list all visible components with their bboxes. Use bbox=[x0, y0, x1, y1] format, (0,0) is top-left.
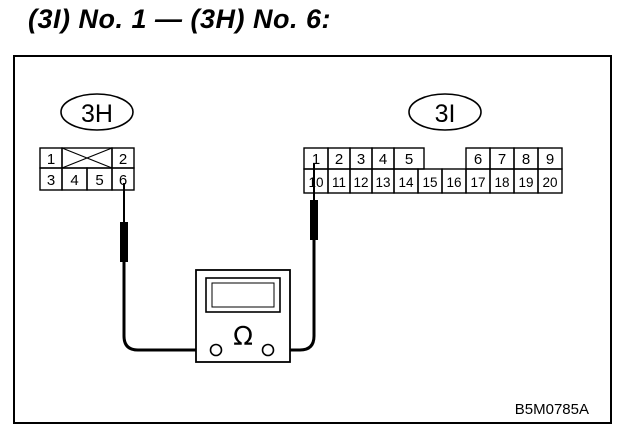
probe-right-lead bbox=[274, 240, 316, 352]
connector-3i-pin-12: 12 bbox=[353, 175, 368, 190]
connector-3i-pin-1: 1 bbox=[312, 151, 320, 168]
connector-3h-pin-5: 5 bbox=[95, 172, 103, 189]
connector-3i: 3I 1 2 3 4 5 6 7 8 9 10 11 12 13 14 15 bbox=[303, 93, 563, 194]
connector-3i-pin-14: 14 bbox=[398, 175, 414, 190]
connector-3h-pin-1: 1 bbox=[47, 151, 55, 168]
ohmmeter-terminal-left bbox=[209, 343, 223, 357]
connector-3i-pin-2: 2 bbox=[335, 151, 343, 168]
connector-3i-label: 3I bbox=[435, 100, 456, 128]
connector-3i-pin-20: 20 bbox=[542, 175, 557, 190]
ohmmeter-display-window bbox=[211, 282, 275, 308]
connector-3i-pin-6: 6 bbox=[474, 151, 482, 168]
connector-3i-label-oval bbox=[408, 93, 482, 131]
probe-left-lead bbox=[122, 262, 210, 352]
connector-3i-pin-15: 15 bbox=[422, 175, 437, 190]
probe-right-handle bbox=[310, 200, 318, 240]
connector-3i-pin-9: 9 bbox=[546, 151, 554, 168]
connector-3h-label-oval bbox=[60, 93, 134, 131]
connector-3h: 3H 1 2 3 4 5 6 bbox=[39, 93, 135, 191]
probe-left bbox=[120, 183, 210, 352]
connector-3i-pin-7: 7 bbox=[498, 151, 506, 168]
connector-3h-label: 3H bbox=[81, 100, 113, 128]
connector-3i-pin-10: 10 bbox=[308, 175, 323, 190]
connector-3h-pin-3: 3 bbox=[47, 172, 55, 189]
ohmmeter: Ω bbox=[195, 269, 291, 363]
connector-3i-cell-20 bbox=[537, 168, 563, 194]
diagram-frame bbox=[13, 55, 612, 424]
connector-3i-pin-11: 11 bbox=[332, 175, 346, 190]
connector-3i-pin-17: 17 bbox=[470, 175, 485, 190]
probe-left-handle bbox=[120, 222, 128, 262]
figure-code: B5M0785A bbox=[515, 401, 589, 418]
connector-3h-pin-4: 4 bbox=[70, 172, 78, 189]
connector-3i-pin-18: 18 bbox=[494, 175, 509, 190]
probe-right bbox=[274, 164, 318, 352]
connector-3i-pin-3: 3 bbox=[357, 151, 365, 168]
ohmmeter-terminal-right bbox=[261, 343, 275, 357]
connector-3h-pin-6: 6 bbox=[119, 172, 127, 189]
connector-3i-pin-16: 16 bbox=[446, 175, 461, 190]
connector-3i-pin-8: 8 bbox=[522, 151, 530, 168]
connector-3h-pin-2: 2 bbox=[119, 151, 127, 168]
connector-3i-pin-4: 4 bbox=[379, 151, 387, 168]
connector-3h-blank-cross-b bbox=[61, 147, 113, 169]
diagram-title: (3I) No. 1 — (3H) No. 6: bbox=[28, 4, 332, 34]
connector-3i-pin-5: 5 bbox=[405, 151, 413, 168]
ohm-symbol: Ω bbox=[233, 322, 253, 352]
connector-3i-pin-13: 13 bbox=[375, 175, 390, 190]
connector-3i-pin-19: 19 bbox=[518, 175, 533, 190]
